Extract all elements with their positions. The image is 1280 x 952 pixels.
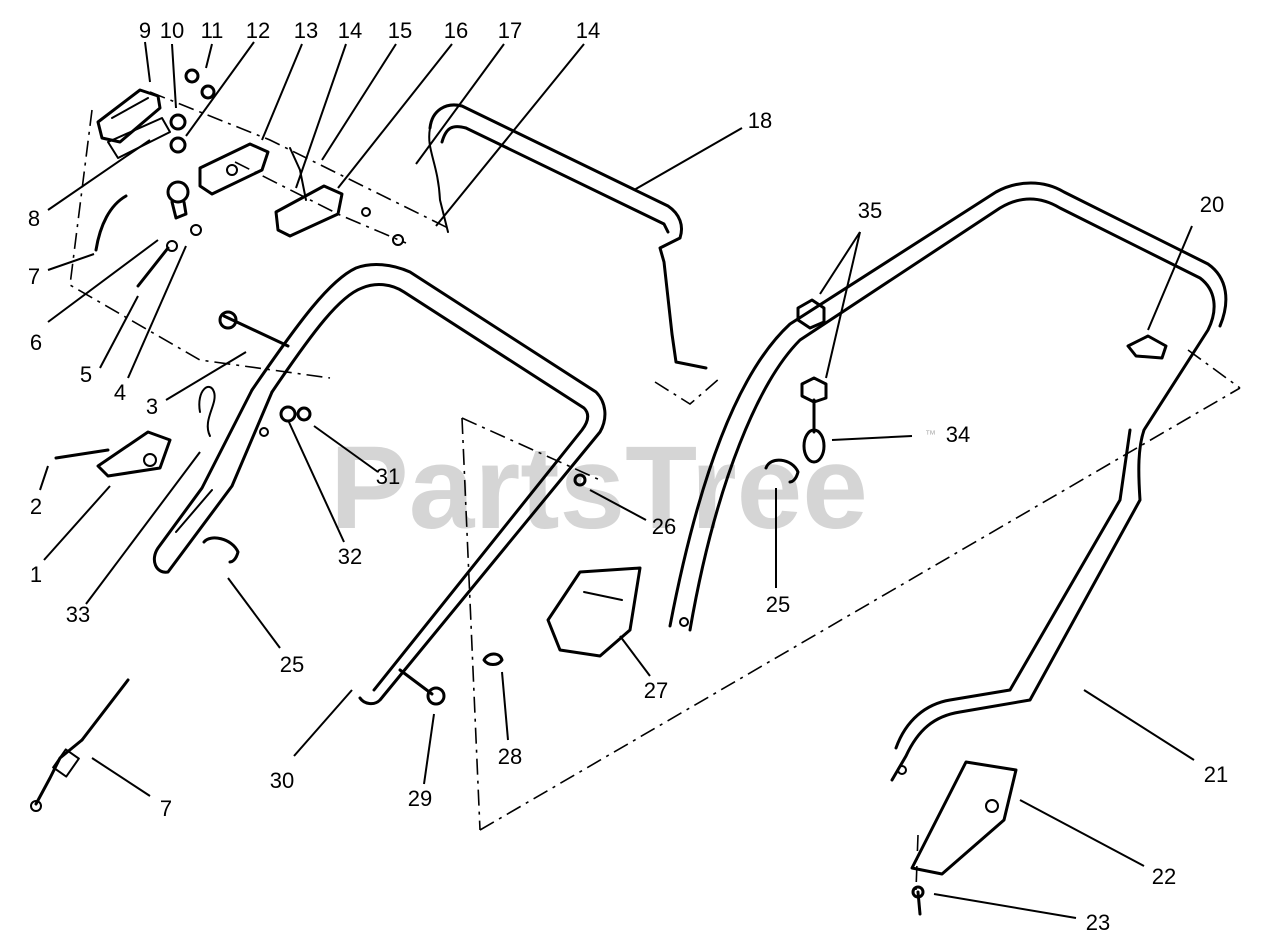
assembly-reference-lines bbox=[69, 91, 1241, 891]
callout-14-upper-left: 14 bbox=[338, 18, 362, 43]
control-box-assembly bbox=[96, 68, 404, 246]
callout-34: 34 bbox=[946, 422, 970, 447]
callout-8: 8 bbox=[28, 206, 40, 231]
watermark-text: PartsTree bbox=[330, 422, 868, 554]
callout-1: 1 bbox=[30, 562, 42, 587]
callout-35: 35 bbox=[858, 198, 882, 223]
callout-4: 4 bbox=[114, 380, 126, 405]
throttle-cable-upper bbox=[94, 194, 178, 288]
handle-hardware-left bbox=[54, 310, 312, 564]
callout-10: 10 bbox=[160, 18, 184, 43]
callout-16: 16 bbox=[444, 18, 468, 43]
callout-31: 31 bbox=[376, 464, 400, 489]
throttle-cable-lower bbox=[30, 678, 130, 812]
callout-7-upper: 7 bbox=[28, 264, 40, 289]
callout-6: 6 bbox=[30, 330, 42, 355]
leader-lines bbox=[39, 41, 1195, 919]
callout-3: 3 bbox=[146, 394, 158, 419]
callout-33: 33 bbox=[66, 602, 90, 627]
callout-labels: 9 10 11 12 13 14 15 16 17 14 18 8 7 6 5 … bbox=[28, 18, 1228, 935]
callout-13: 13 bbox=[294, 18, 318, 43]
callout-12: 12 bbox=[246, 18, 270, 43]
callout-18: 18 bbox=[748, 108, 772, 133]
callout-26: 26 bbox=[652, 514, 676, 539]
watermark-trademark: ™ bbox=[925, 429, 936, 441]
callout-32: 32 bbox=[338, 544, 362, 569]
handle-hardware-right bbox=[398, 473, 642, 706]
watermark: PartsTree ™ bbox=[330, 422, 936, 554]
lower-handle bbox=[668, 181, 1228, 916]
callout-2: 2 bbox=[30, 494, 42, 519]
callout-29: 29 bbox=[408, 786, 432, 811]
callout-25-left: 25 bbox=[280, 652, 304, 677]
callout-7-lower: 7 bbox=[160, 796, 172, 821]
callout-5: 5 bbox=[80, 362, 92, 387]
callout-30: 30 bbox=[270, 768, 294, 793]
callout-25-right: 25 bbox=[766, 592, 790, 617]
callout-9: 9 bbox=[139, 18, 151, 43]
callout-14-upper-right: 14 bbox=[576, 18, 600, 43]
callout-28: 28 bbox=[498, 744, 522, 769]
callout-17: 17 bbox=[498, 18, 522, 43]
callout-22: 22 bbox=[1152, 864, 1176, 889]
upper-handle bbox=[428, 103, 708, 370]
main-handle bbox=[152, 263, 607, 706]
callout-20: 20 bbox=[1200, 192, 1224, 217]
callout-23: 23 bbox=[1086, 910, 1110, 935]
callout-27: 27 bbox=[644, 678, 668, 703]
callout-11: 11 bbox=[201, 18, 224, 43]
callout-15: 15 bbox=[388, 18, 412, 43]
callout-21: 21 bbox=[1204, 762, 1228, 787]
